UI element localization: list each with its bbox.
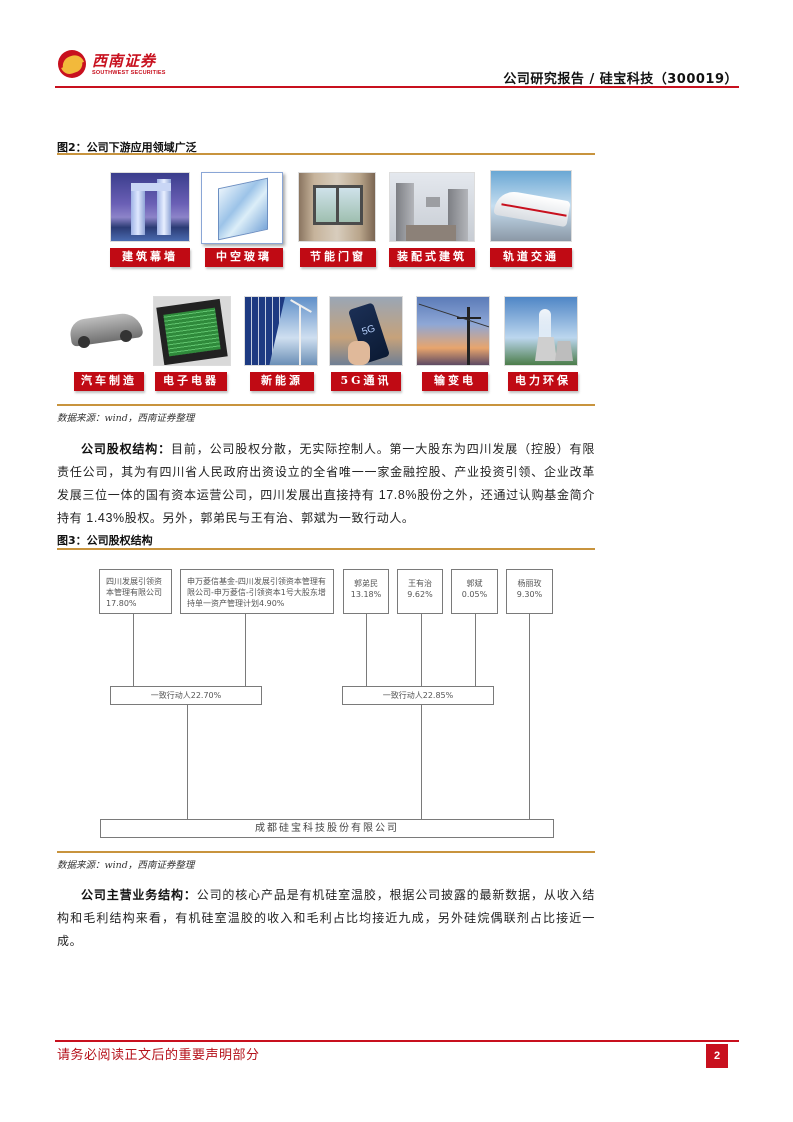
business-structure-lead: 公司主营业务结构： [81, 888, 197, 902]
label-power-transmission: 输变电 [422, 372, 488, 391]
label-new-energy: 新能源 [250, 372, 314, 391]
logo-english-name: SOUTHWEST SECURITIES [92, 70, 166, 76]
label-electronics: 电子电器 [155, 372, 227, 391]
company-box-chengdu-guibao: 成都硅宝科技股份有限公司 [100, 819, 554, 838]
label-curtain-wall: 建筑幕墙 [110, 248, 190, 267]
footer-disclaimer: 请务必阅读正文后的重要声明部分 [57, 1048, 260, 1063]
report-header-title: 公司研究报告 / 硅宝科技（300019） [503, 72, 738, 87]
electronics-image [153, 296, 231, 366]
application-tile-5g: 5G 5G通讯 [329, 296, 403, 392]
insulated-glass-image [201, 172, 283, 244]
label-automotive: 汽车制造 [74, 372, 144, 391]
business-structure-paragraph: 公司主营业务结构：公司的核心产品是有机硅室温胶，根据公司披露的最新数据，从收入结… [57, 888, 596, 948]
connector-line [421, 705, 422, 819]
footer-divider [55, 1040, 739, 1042]
application-tile-energy-saving-windows: 节能门窗 [298, 172, 376, 272]
application-tile-insulated-glass: 中空玻璃 [201, 172, 283, 272]
figure3-title: 图3：公司股权结构 [57, 534, 153, 547]
label-energy-saving-windows: 节能门窗 [300, 248, 376, 267]
connector-line [421, 614, 422, 687]
header-divider [55, 86, 739, 88]
label-5g-communication: 5G通讯 [331, 372, 401, 391]
label-prefab-building: 装配式建筑 [389, 248, 475, 267]
application-tile-new-energy: 新能源 [244, 296, 318, 392]
southwest-securities-logo: 西南证券 SOUTHWEST SECURITIES [58, 48, 178, 82]
shareholder-box-swsmu-fund: 申万菱信基金-四川发展引领资本管理有限公司-申万菱信-引领资本1号大股东增持单一… [180, 569, 334, 614]
shareholder-box-wang-youzhi: 王有治 9.62% [397, 569, 443, 614]
equity-structure-paragraph: 公司股权结构：目前，公司股权分散，无实际控制人。第一大股东为四川发展（控股）有限… [57, 442, 595, 525]
shareholder-box-yang-limei: 杨丽玫 9.30% [506, 569, 553, 614]
power-environmental-image [504, 296, 578, 366]
application-tile-power-transmission: 输变电 [416, 296, 490, 392]
page-number-badge: 2 [706, 1044, 728, 1068]
application-tile-rail-transit: 轨道交通 [490, 170, 572, 272]
connector-line [475, 614, 476, 687]
power-transmission-image [416, 296, 490, 366]
shareholder-box-sichuan-development: 四川发展引领资本管理有限公司17.80% [99, 569, 172, 614]
label-insulated-glass: 中空玻璃 [205, 248, 283, 267]
application-tile-power-environmental: 电力环保 [504, 296, 578, 392]
5g-communication-image: 5G [329, 296, 403, 366]
application-tile-curtain-wall: 建筑幕墙 [110, 172, 190, 272]
automotive-image [68, 296, 146, 362]
label-power-environmental: 电力环保 [508, 372, 578, 391]
connector-line [245, 614, 246, 687]
equity-structure-lead: 公司股权结构： [81, 442, 171, 456]
logo-emblem-icon [58, 50, 86, 78]
connector-line [133, 614, 134, 687]
page-header: 西南证券 SOUTHWEST SECURITIES 公司研究报告 / 硅宝科技（… [0, 0, 793, 90]
concert-party-group-1: 一致行动人22.70% [110, 686, 262, 705]
figure3-source: 数据来源：wind，西南证券整理 [57, 860, 195, 871]
rail-transit-image [490, 170, 572, 242]
connector-line [366, 614, 367, 687]
connector-line [187, 705, 188, 819]
concert-party-group-2: 一致行动人22.85% [342, 686, 494, 705]
shareholder-box-guo-dimin: 郭弟民 13.18% [343, 569, 389, 614]
application-tile-prefab-building: 装配式建筑 [389, 172, 475, 272]
figure2-bottom-rule [57, 404, 595, 406]
energy-saving-window-image [298, 172, 376, 242]
application-tile-automotive: 汽车制造 [68, 296, 146, 392]
figure2-title: 图2：公司下游应用领域广泛 [57, 141, 197, 154]
figure3-bottom-rule [57, 851, 595, 853]
figure2-top-rule [57, 153, 595, 155]
figure2-source: 数据来源：wind，西南证券整理 [57, 413, 195, 424]
new-energy-image [244, 296, 318, 366]
label-rail-transit: 轨道交通 [490, 248, 572, 267]
logo-chinese-name: 西南证券 [92, 52, 157, 70]
application-tile-electronics: 电子电器 [153, 296, 231, 392]
figure3-top-rule [57, 548, 595, 550]
prefab-building-image [389, 172, 475, 242]
shareholder-box-guo-bin: 郭斌 0.05% [451, 569, 498, 614]
connector-line [529, 614, 530, 819]
curtain-wall-image [110, 172, 190, 242]
